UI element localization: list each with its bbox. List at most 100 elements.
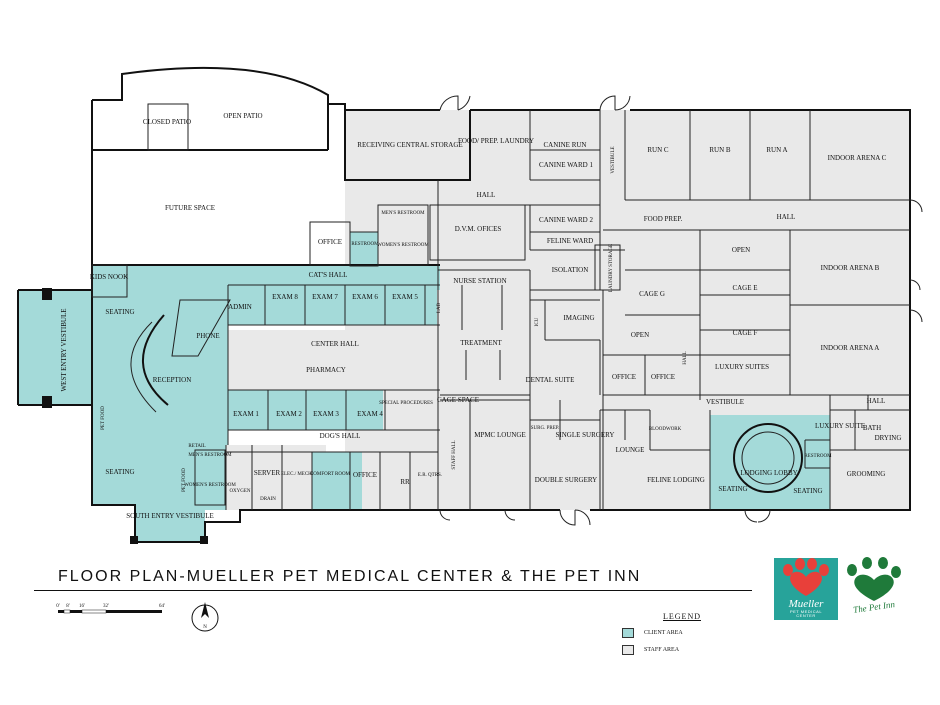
page-title: FLOOR PLAN-MUELLER PET MEDICAL CENTER & … (58, 568, 642, 585)
room-mens-restroom: MEN'S RESTROOM (381, 211, 425, 216)
room-food-prep-right: FOOD PREP. (644, 215, 683, 223)
room-er-qtrs: E.R. QTRS. (418, 473, 442, 478)
room-lodging-lobby: LODGING LOBBY (740, 469, 797, 477)
room-luxury-suite: LUXURY SUITE (815, 422, 865, 430)
room-pet-food-side: PET FOOD (101, 406, 106, 430)
north-label: N (203, 625, 207, 630)
room-drying: DRYING (875, 434, 902, 442)
room-oxygen: OXYGEN (229, 489, 250, 494)
legend-client-swatch (622, 628, 634, 638)
mueller-sub-line2: CENTER (796, 613, 816, 618)
room-canine-ward-2: CANINE WARD 2 (539, 216, 593, 224)
room-treatment: TREATMENT (460, 339, 502, 347)
scale-tick-0: 0' (56, 604, 60, 609)
room-admin: ADMIN (228, 303, 252, 311)
client-area-fills (18, 232, 830, 542)
room-vestibule-mid: VESTIBULE (706, 398, 744, 406)
room-bloodwork: BLOODWORK (649, 427, 682, 432)
room-double-surgery: DOUBLE SURGERY (535, 476, 597, 484)
legend-title: LEGEND (663, 612, 701, 621)
room-cage-f: CAGE F (733, 329, 758, 337)
room-canine-run: CANINE RUN (544, 141, 587, 149)
room-hall-mid: HALL (683, 351, 688, 364)
legend-staff-label: STAFF AREA (644, 647, 680, 653)
room-open-patio: OPEN PATIO (223, 112, 262, 120)
room-cage-g: CAGE G (639, 290, 665, 298)
room-seating-left: SEATING (105, 468, 134, 476)
room-surg-prep: SURG. PREP. (531, 426, 559, 431)
room-exam-1: EXAM 1 (233, 410, 259, 418)
room-receiving: RECEIVING CENTRAL STORAGE (357, 141, 462, 149)
title-divider (34, 590, 752, 591)
mueller-brand: Mueller (788, 598, 824, 610)
legend-client-label: CLIENT AREA (644, 630, 683, 636)
room-indoor-arena-b: INDOOR ARENA B (821, 264, 880, 272)
room-nurse-station: NURSE STATION (453, 277, 506, 285)
room-bed-sink: DRAIN (260, 497, 276, 502)
room-run-b: RUN B (709, 146, 731, 154)
room-mpmc-lounge: MPMC LOUNGE (474, 431, 526, 439)
room-west-entry: WEST ENTRY VESTIBULE (60, 308, 68, 391)
room-office-left: OFFICE (318, 238, 342, 246)
room-closed-patio: CLOSED PATIO (143, 118, 191, 126)
mueller-logo: Mueller PET MEDICAL CENTER (774, 558, 838, 620)
room-center-hall: CENTER HALL (311, 340, 359, 348)
room-cage-space: CAGE SPACE (437, 396, 479, 404)
pet-inn-logo: The Pet Inn (846, 560, 902, 622)
door-swings (439, 95, 923, 526)
room-rr: RR (400, 478, 410, 486)
room-lab: LAB (437, 302, 442, 313)
room-staff-hall: STAFF HALL (452, 440, 457, 469)
room-exam-8: EXAM 8 (272, 293, 298, 301)
room-south-entry: SOUTH ENTRY VESTIBULE (126, 512, 214, 520)
room-comfort-room: COMFORT ROOM (310, 472, 351, 477)
room-indoor-arena-c: INDOOR ARENA C (828, 154, 887, 162)
room-reception: RECEPTION (153, 376, 192, 384)
room-laundry-storage: LAUNDRY STORAGE (609, 244, 614, 292)
room-exam-2: EXAM 2 (276, 410, 302, 418)
room-hall-right-top: HALL (777, 213, 796, 221)
room-dvm-offices: D.V.M. OFICES (455, 225, 502, 233)
room-pet-food: PET FOOD (182, 468, 187, 492)
room-bath: BATH (863, 424, 881, 432)
room-exam-6: EXAM 6 (352, 293, 378, 301)
mueller-sub: PET MEDICAL CENTER (774, 610, 838, 618)
room-icu: ICU (535, 317, 540, 326)
room-cats-hall: CAT'S HALL (309, 271, 348, 279)
room-canine-ward-1: CANINE WARD 1 (539, 161, 593, 169)
room-server: SERVER (254, 469, 281, 477)
scale-tick-4: 64' (159, 604, 165, 609)
room-run-c: RUN C (647, 146, 669, 154)
room-hall-right: HALL (867, 397, 886, 405)
heart-paw-icon (783, 558, 829, 596)
room-future-space: FUTURE SPACE (165, 204, 215, 212)
legend: LEGEND CLIENT AREA STAFF AREA (622, 612, 732, 655)
room-phone: PHONE (196, 332, 219, 340)
room-lounge: LOUNGE (616, 446, 645, 454)
room-feline-ward: FELINE WARD (547, 237, 593, 245)
room-dogs-hall: DOG'S HALL (320, 432, 361, 440)
room-seating-top: SEATING (105, 308, 134, 316)
room-office-mid2: OFFICE (651, 373, 675, 381)
room-mens-restroom-small: MEN'S RESTROOM (188, 453, 232, 458)
room-womens-restroom-small: WOMEN'S RESTROOM (184, 483, 236, 488)
north-arrow: N (191, 602, 219, 632)
room-womens-restroom: WOMEN'S RESTROOM (377, 243, 429, 248)
room-exam-4: EXAM 4 (357, 410, 383, 418)
room-open-right: OPEN (732, 246, 750, 254)
room-exam-3: EXAM 3 (313, 410, 339, 418)
mueller-sub-line1: PET MEDICAL (789, 609, 823, 614)
room-luxury-suites: LUXURY SUITES (715, 363, 769, 371)
room-seating-lobby-right: SEATING (793, 487, 822, 495)
room-hall-top: HALL (477, 191, 496, 199)
entry-posts (42, 288, 208, 544)
legend-staff: STAFF AREA (622, 645, 732, 655)
room-isolation: ISOLATION (552, 266, 589, 274)
legend-staff-swatch (622, 645, 634, 655)
scale-bar: 0' 8' 16' 32' 64' (56, 604, 165, 614)
interior-walls (91, 103, 910, 510)
room-pharmacy: PHARMACY (306, 366, 346, 374)
room-cage-e: CAGE E (732, 284, 757, 292)
room-indoor-arena-a: INDOOR ARENA A (821, 344, 880, 352)
